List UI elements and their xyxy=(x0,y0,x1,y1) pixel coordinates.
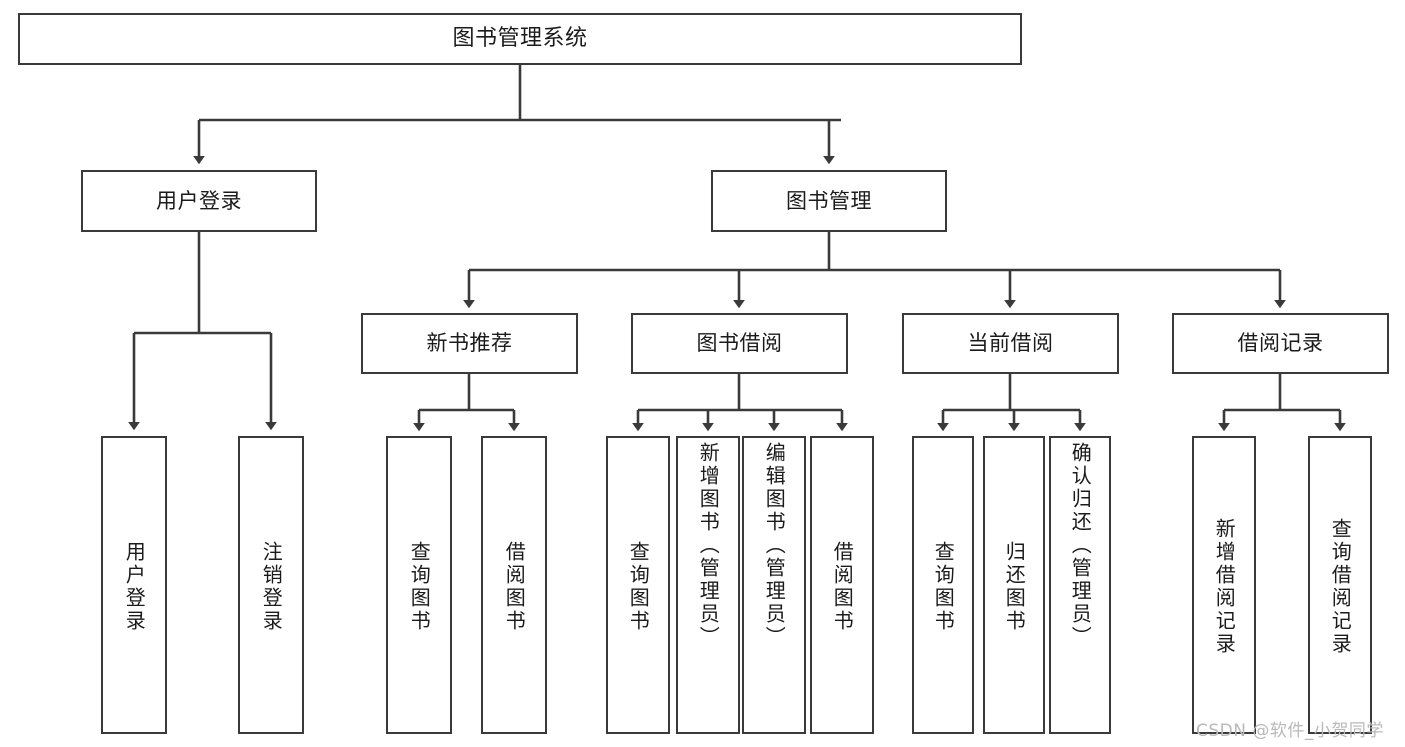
leaf-node[interactable]: 用户登录 xyxy=(101,436,167,734)
node-root-label: 图书管理系统 xyxy=(452,26,588,52)
leaf-node[interactable]: 归还图书 xyxy=(983,436,1045,734)
leaf-node-label: 归还图书 xyxy=(1002,541,1027,633)
leaf-node[interactable]: 注销登录 xyxy=(238,436,304,734)
leaf-node-label: 借阅图书 xyxy=(502,541,527,633)
leaf-node[interactable]: 查询借阅记录 xyxy=(1308,436,1372,734)
node-root[interactable]: 图书管理系统 xyxy=(18,13,1022,65)
node-current-borrow-label: 当前借阅 xyxy=(967,331,1054,356)
leaf-node-label: 新增借阅记录 xyxy=(1212,518,1237,656)
node-current-borrow[interactable]: 当前借阅 xyxy=(902,313,1119,374)
node-borrow-record-label: 借阅记录 xyxy=(1237,331,1324,356)
node-user-login-label: 用户登录 xyxy=(156,188,242,213)
leaf-node[interactable]: 查询图书 xyxy=(912,436,974,734)
leaf-node-label: 确认归还（管理员） xyxy=(1068,442,1093,649)
leaf-node-label: 查询借阅记录 xyxy=(1328,518,1353,656)
leaf-node[interactable]: 新增借阅记录 xyxy=(1192,436,1256,734)
node-borrow-record[interactable]: 借阅记录 xyxy=(1172,313,1389,374)
node-user-login[interactable]: 用户登录 xyxy=(81,170,317,232)
leaf-node-label: 借阅图书 xyxy=(830,541,855,633)
node-new-book-recommendation[interactable]: 新书推荐 xyxy=(361,313,578,374)
leaf-node-label: 注销登录 xyxy=(259,541,284,633)
leaf-node[interactable]: 新增图书（管理员） xyxy=(676,436,740,734)
node-book-management[interactable]: 图书管理 xyxy=(711,170,947,232)
leaf-node[interactable]: 查询图书 xyxy=(386,436,452,734)
leaf-node[interactable]: 确认归还（管理员） xyxy=(1049,436,1111,734)
leaf-node-label: 新增图书（管理员） xyxy=(696,442,721,649)
leaf-node[interactable]: 借阅图书 xyxy=(810,436,874,734)
leaf-node[interactable]: 借阅图书 xyxy=(481,436,547,734)
leaf-node-label: 查询图书 xyxy=(626,541,651,633)
leaf-node-label: 查询图书 xyxy=(931,541,956,633)
node-book-management-label: 图书管理 xyxy=(786,188,872,213)
leaf-node-label: 编辑图书（管理员） xyxy=(762,442,787,649)
node-new-book-recommendation-label: 新书推荐 xyxy=(426,331,513,356)
node-book-borrow-label: 图书借阅 xyxy=(696,331,783,356)
csdn-watermark: CSDN @软件_小贺同学 xyxy=(1196,721,1384,741)
leaf-node-label: 用户登录 xyxy=(122,541,147,633)
leaf-node[interactable]: 编辑图书（管理员） xyxy=(742,436,806,734)
leaf-node-label: 查询图书 xyxy=(407,541,432,633)
node-book-borrow[interactable]: 图书借阅 xyxy=(631,313,848,374)
leaf-node[interactable]: 查询图书 xyxy=(606,436,670,734)
